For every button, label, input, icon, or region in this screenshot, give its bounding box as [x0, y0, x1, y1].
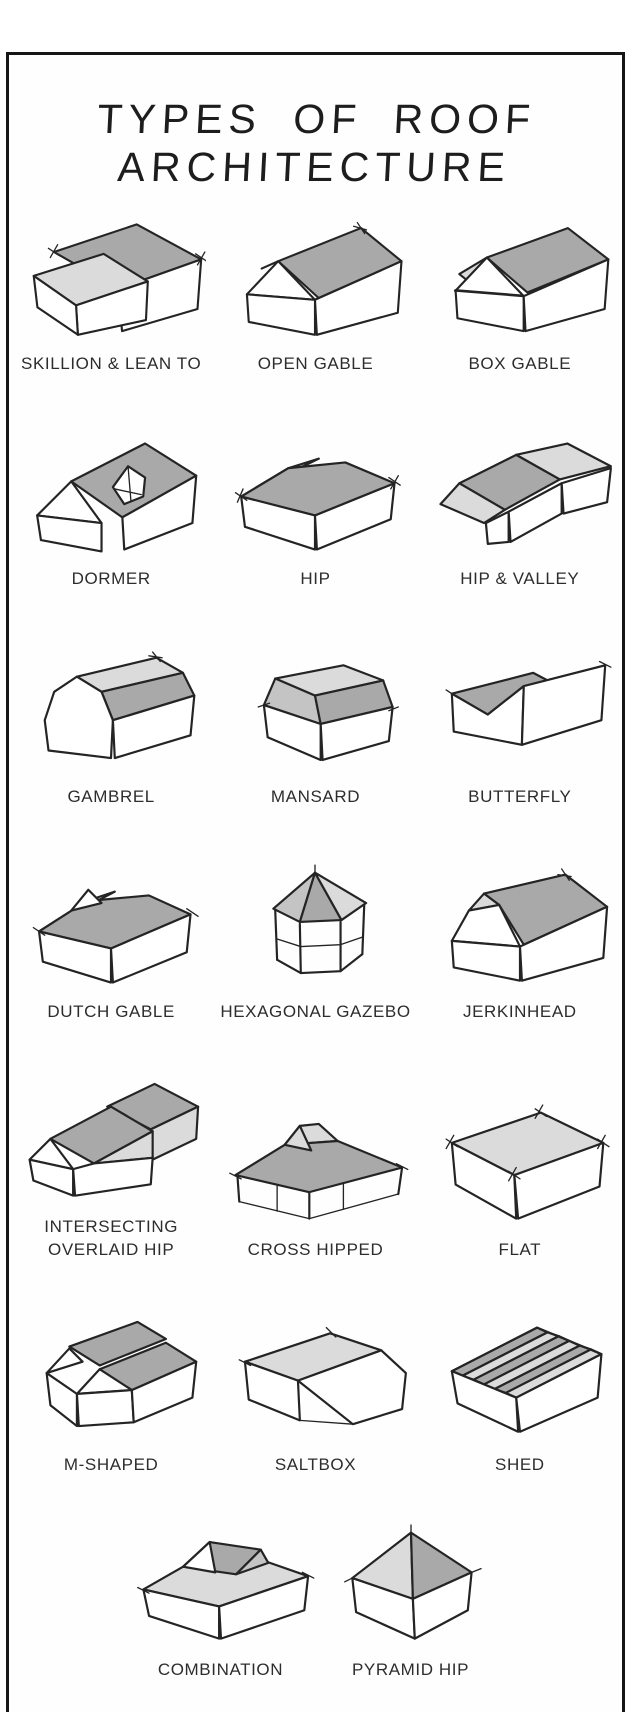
- roof-cell: SHED: [418, 1303, 622, 1479]
- roof-label-line-2: OVERLAID HIP: [48, 1239, 175, 1259]
- roof-label: HIP & VALLEY: [460, 568, 580, 588]
- roof-dormer-illustration: [36, 442, 198, 553]
- roof-label: PYRAMID HIP: [351, 1659, 470, 1679]
- title-line-1: TYPES OF ROOF: [96, 96, 538, 142]
- roof-cross-hipped-illustration: [229, 1122, 409, 1220]
- roof-cell: SKILLION & LEAN TO: [9, 206, 213, 378]
- roof-label: OPEN GABLE: [257, 353, 374, 373]
- roof-label: COMBINATION: [157, 1659, 284, 1679]
- roof-label: M-SHAPED: [63, 1454, 159, 1474]
- roof-label: SKILLION & LEAN TO: [21, 353, 202, 373]
- roof-label: HIP: [300, 568, 331, 588]
- roof-cell: BOX GABLE: [418, 206, 622, 378]
- roof-hip-and-valley-illustration: [439, 442, 612, 545]
- roof-open-gable-illustration: [246, 221, 404, 336]
- roof-grid: SKILLION & LEAN TO OPEN GABLE: [9, 206, 622, 1684]
- roof-cell: SALTBOX: [213, 1303, 417, 1479]
- roof-row-2: DORMER HIP: [9, 378, 622, 593]
- roof-label: DUTCH GABLE: [47, 1001, 175, 1021]
- roof-pyramid-hip-illustration: [343, 1524, 482, 1640]
- roof-skillion-lean-to-illustration: [32, 223, 207, 336]
- roof-cell: PYRAMID HIP: [316, 1508, 506, 1684]
- roof-cell: JERKINHEAD: [418, 850, 622, 1026]
- roof-dutch-gable-illustration: [32, 888, 199, 984]
- roof-m-shaped-illustration: [45, 1320, 198, 1427]
- roof-cell: HIP & VALLEY: [418, 417, 622, 593]
- roof-label: MANSARD: [270, 786, 361, 806]
- roof-cell: FLAT: [418, 1088, 622, 1264]
- infographic-frame: TYPES OF ROOF ARCHITECTURE SKILLION & LE…: [6, 52, 625, 1712]
- roof-label: INTERSECTING OVERLAID HIP: [44, 1216, 178, 1262]
- roof-row-7: COMBINATION PYRAMID HIP: [9, 1479, 622, 1684]
- roof-cell: GAMBREL: [9, 635, 213, 811]
- roof-cell: DUTCH GABLE: [9, 850, 213, 1026]
- roof-cell: OPEN GABLE: [213, 206, 417, 378]
- roof-label: JERKINHEAD: [462, 1001, 577, 1021]
- roof-cell: INTERSECTING OVERLAID HIP: [9, 1065, 213, 1264]
- roof-row-4: DUTCH GABLE HEXAGONAL GAZEBO: [9, 811, 622, 1026]
- roof-cell: HIP: [213, 417, 417, 593]
- roof-row-5: INTERSECTING OVERLAID HIP CROSS HIPPED: [9, 1026, 622, 1264]
- roof-gambrel-illustration: [43, 651, 196, 759]
- roof-label: DORMER: [71, 568, 151, 588]
- roof-cell: COMBINATION: [126, 1508, 316, 1684]
- roof-box-gable-illustration: [453, 226, 610, 332]
- roof-flat-illustration: [445, 1104, 610, 1220]
- page-title: TYPES OF ROOF ARCHITECTURE: [6, 95, 624, 192]
- roof-label: FLAT: [498, 1239, 542, 1259]
- roof-row-6: M-SHAPED SALTBOX: [9, 1264, 622, 1479]
- roof-label: GAMBREL: [67, 786, 155, 806]
- roof-label: SHED: [495, 1454, 545, 1474]
- roof-cell: CROSS HIPPED: [213, 1088, 417, 1264]
- roof-saltbox-illustration: [239, 1326, 408, 1426]
- roof-cell: M-SHAPED: [9, 1303, 213, 1479]
- roof-intersecting-overlaid-hip-illustration: [28, 1082, 200, 1197]
- roof-label: BOX GABLE: [468, 353, 572, 373]
- roof-shed-illustration: [450, 1326, 603, 1433]
- roof-row-1: SKILLION & LEAN TO OPEN GABLE: [9, 206, 622, 378]
- roof-hip-illustration: [235, 457, 402, 551]
- roof-cell: MANSARD: [213, 635, 417, 811]
- roof-label: CROSS HIPPED: [247, 1239, 384, 1259]
- roof-cell: BUTTERFLY: [418, 635, 622, 811]
- roof-cell: HEXAGONAL GAZEBO: [213, 850, 417, 1026]
- roof-butterfly-illustration: [445, 660, 612, 746]
- roof-label: HEXAGONAL GAZEBO: [220, 1001, 411, 1021]
- roof-row-3: GAMBREL MANSARD: [9, 593, 622, 811]
- roof-mansard-illustration: [258, 664, 400, 761]
- roof-combination-illustration: [136, 1540, 314, 1640]
- title-line-2: ARCHITECTURE: [116, 144, 513, 191]
- roof-label: SALTBOX: [274, 1454, 357, 1474]
- roof-jerkinhead-illustration: [450, 868, 608, 982]
- roof-label: BUTTERFLY: [468, 786, 572, 806]
- roof-hexagonal-gazebo-illustration: [272, 864, 368, 974]
- roof-cell: DORMER: [9, 417, 213, 593]
- roof-label-line-1: INTERSECTING: [44, 1216, 179, 1236]
